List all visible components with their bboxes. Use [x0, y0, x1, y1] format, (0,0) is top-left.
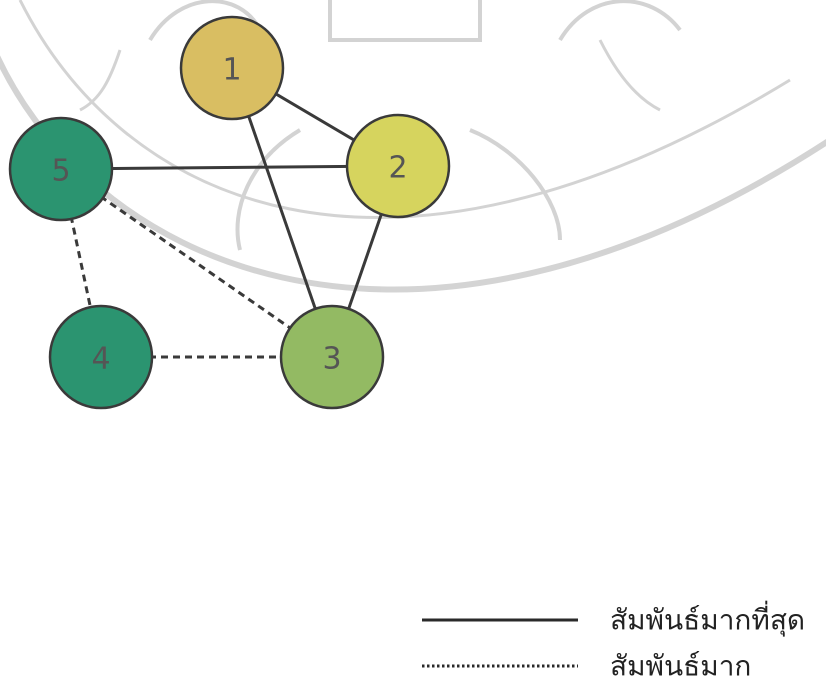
node-5-label: 5: [51, 154, 70, 189]
node-1-circle: [179, 15, 285, 121]
node-4-label: 4: [91, 342, 110, 377]
legend: สัมพันธ์มากที่สุด สัมพันธ์มาก: [422, 601, 805, 682]
node-3-circle: [279, 304, 385, 410]
legend-dashed-label: สัมพันธ์มาก: [610, 650, 751, 682]
edge-5-3-dashed: [60, 167, 333, 359]
node-2-circle: [345, 113, 451, 219]
nodes-layer: 1 2 3 4 5: [8, 15, 451, 410]
node-1-label: 1: [222, 53, 241, 88]
node-3-label: 3: [322, 342, 341, 377]
node-5-circle: [8, 116, 114, 222]
node-3: 3: [279, 304, 385, 410]
legend-solid-label: สัมพันธ์มากที่สุด: [610, 601, 805, 638]
node-1: 1: [179, 15, 285, 121]
node-5: 5: [8, 116, 114, 222]
node-2: 2: [345, 113, 451, 219]
node-2-label: 2: [388, 151, 407, 186]
node-4-circle: [48, 304, 154, 410]
edge-5-2-solid: [60, 164, 399, 171]
node-4: 4: [48, 304, 154, 410]
